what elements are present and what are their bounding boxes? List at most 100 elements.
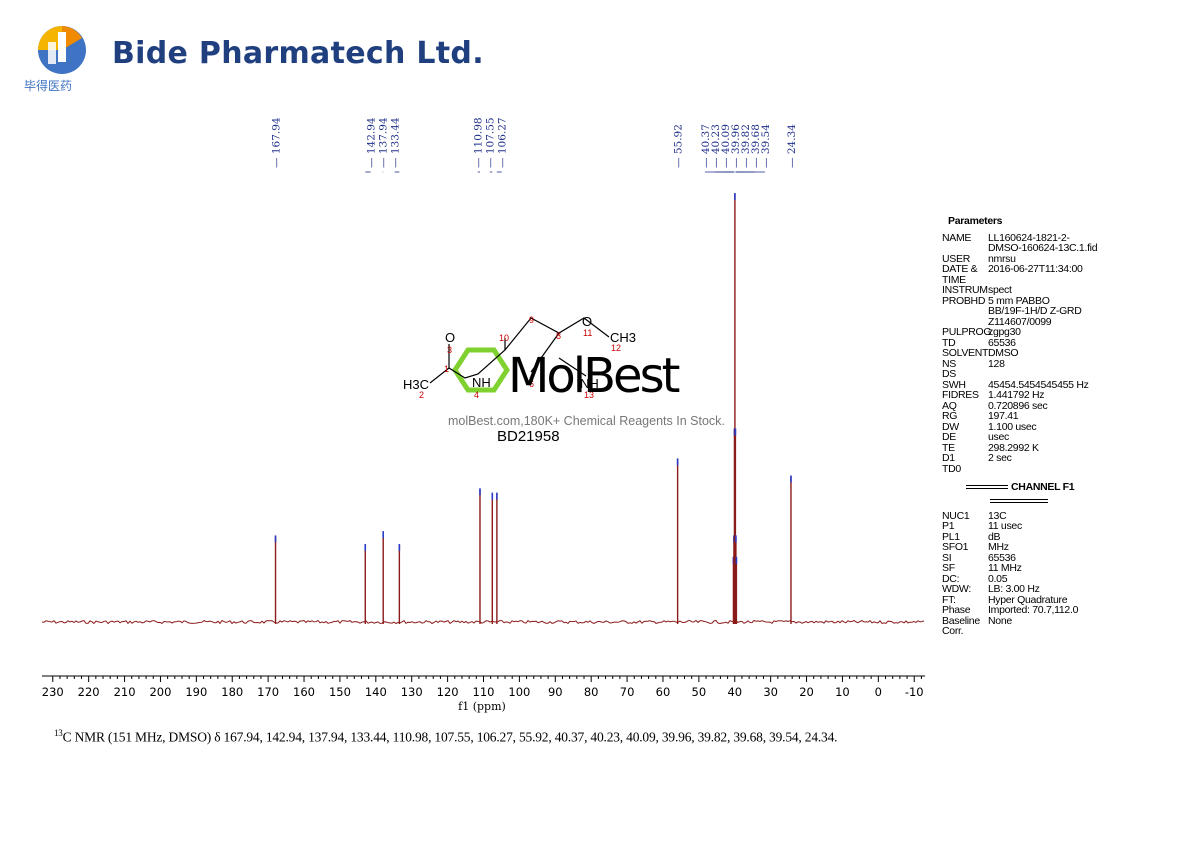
parameter-value: DMSO	[988, 347, 1019, 359]
parameter-row: WDW: LB: 3.00 Hz	[942, 584, 1182, 595]
peak-label: — 110.98	[473, 117, 485, 168]
x-tick-label: 130	[401, 685, 423, 699]
company-name: Bide Pharmatech Ltd.	[112, 36, 484, 71]
parameter-key: AQ	[942, 399, 957, 412]
parameter-key: NUC1	[942, 509, 970, 522]
molbest-hexagon-icon	[452, 347, 510, 393]
parameter-key: NAME	[942, 231, 972, 244]
parameter-key: TE	[942, 441, 955, 454]
parameter-value: 2016-06-27T11:34:00	[988, 263, 1083, 275]
parameter-value: MHz	[988, 541, 1009, 553]
parameter-value	[988, 369, 1182, 380]
caption-isotope: 13	[54, 728, 63, 738]
parameter-key: TIME	[942, 273, 966, 286]
parameter-value: LB: 3.00 Hz	[988, 583, 1040, 595]
parameter-row: DATE &2016-06-27T11:34:00	[942, 264, 1182, 275]
caption-text: C NMR (151 MHz, DMSO) δ 167.94, 142.94, …	[62, 729, 838, 745]
parameter-row: DC:0.05	[942, 572, 1182, 585]
atom-number: 11	[583, 328, 592, 338]
parameter-value: 1.100 usec	[988, 420, 1037, 433]
atom-number: 6	[529, 379, 534, 389]
parameter-row: FT:Hyper Quadrature	[942, 593, 1182, 606]
parameter-key	[942, 243, 988, 254]
company-logo: 毕得医药	[24, 26, 86, 93]
parameter-key: WDW:	[942, 583, 971, 595]
x-tick-label: 210	[114, 685, 136, 699]
channel-underline	[990, 498, 1048, 503]
parameter-key: NS	[942, 357, 956, 370]
x-tick-label: 200	[149, 685, 171, 699]
x-tick-label: 90	[548, 685, 563, 699]
x-tick-label: 0	[875, 685, 882, 699]
atom-number: 8	[556, 331, 561, 341]
molbest-watermark-brand: MolBest	[508, 348, 680, 404]
parameter-row: TIME	[942, 273, 1182, 286]
x-tick-label: 110	[473, 685, 495, 699]
parameter-key: DS	[942, 368, 956, 380]
parameter-value: usec	[988, 431, 1009, 443]
parameter-row: DE usec	[942, 432, 1182, 443]
x-tick-label: 140	[365, 685, 387, 699]
x-tick-label: 230	[42, 685, 64, 699]
parameter-row: Z114607/0099	[942, 316, 1182, 328]
parameter-key: Corr.	[942, 625, 964, 637]
parameter-key: PL1	[942, 530, 960, 543]
x-tick-label: 80	[584, 685, 599, 699]
x-tick-label: 30	[763, 685, 778, 699]
parameter-value: BB/19F-1H/D Z-GRD	[988, 305, 1082, 317]
x-axis-label: f1 (ppm)	[458, 700, 506, 713]
x-tick-label: 10	[835, 685, 850, 699]
atom-label: O	[582, 314, 592, 329]
parameter-value: 0.05	[988, 572, 1008, 585]
parameter-row: DMSO-160624-13C.1.fid	[942, 243, 1182, 254]
atom-label: NH	[472, 375, 491, 390]
atom-number: 4	[474, 390, 479, 400]
peak-label: — 137.94	[378, 117, 390, 168]
peak-label: — 55.92	[673, 124, 685, 168]
parameter-value: Hyper Quadrature	[988, 593, 1068, 606]
atom-number: 2	[419, 390, 424, 400]
parameter-key: PULPROG	[942, 326, 992, 338]
atom-number: 10	[499, 333, 509, 343]
parameter-value: 45454.5454545455 Hz	[988, 378, 1089, 391]
x-tick-label: 70	[620, 685, 635, 699]
x-tick-label: 170	[257, 685, 279, 699]
parameter-row: Corr.	[942, 626, 1182, 637]
spectrum-baseline	[41, 619, 925, 625]
channel-title: CHANNEL F1	[1011, 481, 1075, 493]
parameter-key: RG	[942, 410, 958, 422]
parameter-row: BB/19F-1H/D Z-GRD	[942, 306, 1182, 317]
parameter-key: Phase	[942, 604, 971, 616]
peak-label-layer: — 167.94— 142.94— 137.94— 133.44— 110.98…	[271, 117, 798, 173]
atom-number: 9	[529, 315, 534, 325]
peak-label: — 39.82	[740, 124, 752, 168]
parameter-key: USER	[942, 252, 970, 265]
peak-label: — 24.34	[786, 124, 798, 168]
compound-id: BD21958	[497, 428, 560, 445]
parameter-key: DE	[942, 431, 956, 443]
parameter-key: SOLVENT	[942, 347, 989, 359]
plot-layer	[41, 193, 925, 625]
parameter-key: TD0	[942, 462, 961, 475]
parameter-value: zgpg30	[988, 326, 1021, 338]
parameter-key: DW	[942, 420, 959, 433]
